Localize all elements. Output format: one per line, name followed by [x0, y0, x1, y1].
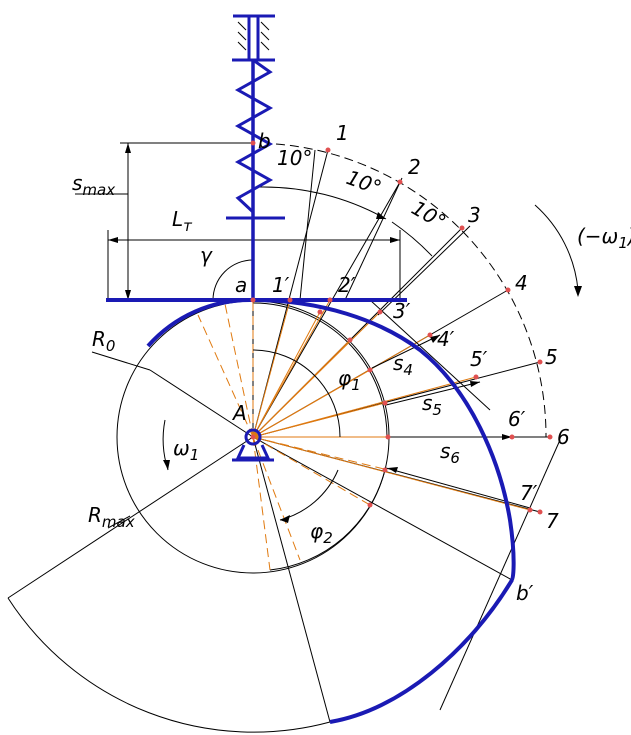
- gamma-arc: [212, 259, 254, 301]
- s5-line: [385, 381, 481, 406]
- label-point-A: A: [231, 401, 247, 425]
- label-prof-2: 2′: [338, 273, 356, 297]
- label-prof-7: 7′: [520, 481, 538, 505]
- label-prof-6: 6′: [508, 407, 526, 431]
- phi2-arc: [279, 469, 339, 521]
- label-phi1: φ1: [338, 366, 361, 394]
- label-div-5: 5: [545, 345, 558, 369]
- follower-mechanism: [106, 14, 407, 302]
- s6-arrow: [502, 434, 512, 440]
- label-angle-2: 10°: [343, 165, 385, 200]
- construction-rays-dashed: [197, 300, 389, 571]
- angle-arc-1-arrow: [376, 212, 386, 219]
- label-s4: s4: [393, 351, 413, 379]
- angle-arc-2: [391, 221, 433, 257]
- label-phi2: φ2: [310, 519, 333, 547]
- label-s5: s5: [422, 391, 442, 419]
- smax-arrow-bot: [125, 290, 131, 300]
- label-point-a: a: [235, 273, 247, 297]
- b-prime-radius: [252, 436, 513, 581]
- label-div-7: 7: [546, 509, 559, 533]
- outer-point-markers: [250, 140, 553, 515]
- label-r-max: Rmax: [88, 503, 135, 531]
- label-minus-omega: (−ω1): [577, 224, 631, 252]
- minus-omega-head: [574, 286, 582, 297]
- label-l-t: Lт: [172, 207, 193, 235]
- label-gamma: γ: [200, 243, 213, 267]
- label-div-6: 6: [557, 425, 570, 449]
- smax-arrow-top: [125, 143, 131, 153]
- omega-arrow-head: [163, 460, 170, 470]
- s4-line: [371, 334, 441, 369]
- s6-arrow-left: [388, 467, 398, 473]
- label-prof-4: 4′: [437, 327, 455, 351]
- label-s-max: smax: [72, 171, 115, 199]
- tangent-upper: [369, 299, 491, 411]
- label-prof-1: 1′: [272, 273, 290, 297]
- phi2-arrow: [280, 515, 290, 523]
- inner-arc-phi2: [269, 469, 386, 571]
- r-max-arc: [7, 597, 331, 733]
- follower-line-2: [344, 177, 403, 301]
- division-arc-dashed: [275, 143, 547, 438]
- label-s6: s6: [440, 439, 460, 467]
- label-r0: R0: [92, 327, 115, 355]
- follower-line-1: [299, 149, 316, 301]
- label-prof-3: 3′: [393, 299, 411, 323]
- lt-arrow-right: [390, 237, 400, 243]
- label-omega: ω1: [173, 436, 199, 464]
- label-div-3: 3: [468, 203, 481, 227]
- label-angle-1: 10°: [277, 146, 312, 170]
- phi1-arc: [252, 349, 341, 438]
- label-div-4: 4: [515, 271, 528, 295]
- label-angle-3: 10°: [408, 196, 451, 235]
- label-prof-5: 5′: [470, 347, 488, 371]
- rmax-leader: [107, 515, 131, 529]
- label-b-prime: b′: [516, 581, 534, 605]
- r0-leader: [91, 351, 151, 371]
- rmax-radius-line: [7, 436, 254, 599]
- lower-radius: [252, 436, 331, 723]
- label-div-2: 2: [408, 155, 421, 179]
- lt-arrow-left: [108, 237, 118, 243]
- r0-radius-line: [149, 369, 254, 438]
- label-div-1: 1: [336, 121, 349, 145]
- angle-arc-1: [257, 186, 387, 220]
- s4-arrow: [430, 335, 440, 343]
- pivot-support: [232, 428, 274, 462]
- s5-arrow: [470, 381, 480, 387]
- label-point-b: b: [258, 129, 271, 153]
- tangent-b-prime: [439, 439, 561, 711]
- minus-omega-arc: [534, 204, 579, 291]
- cam-profile: [146, 297, 516, 724]
